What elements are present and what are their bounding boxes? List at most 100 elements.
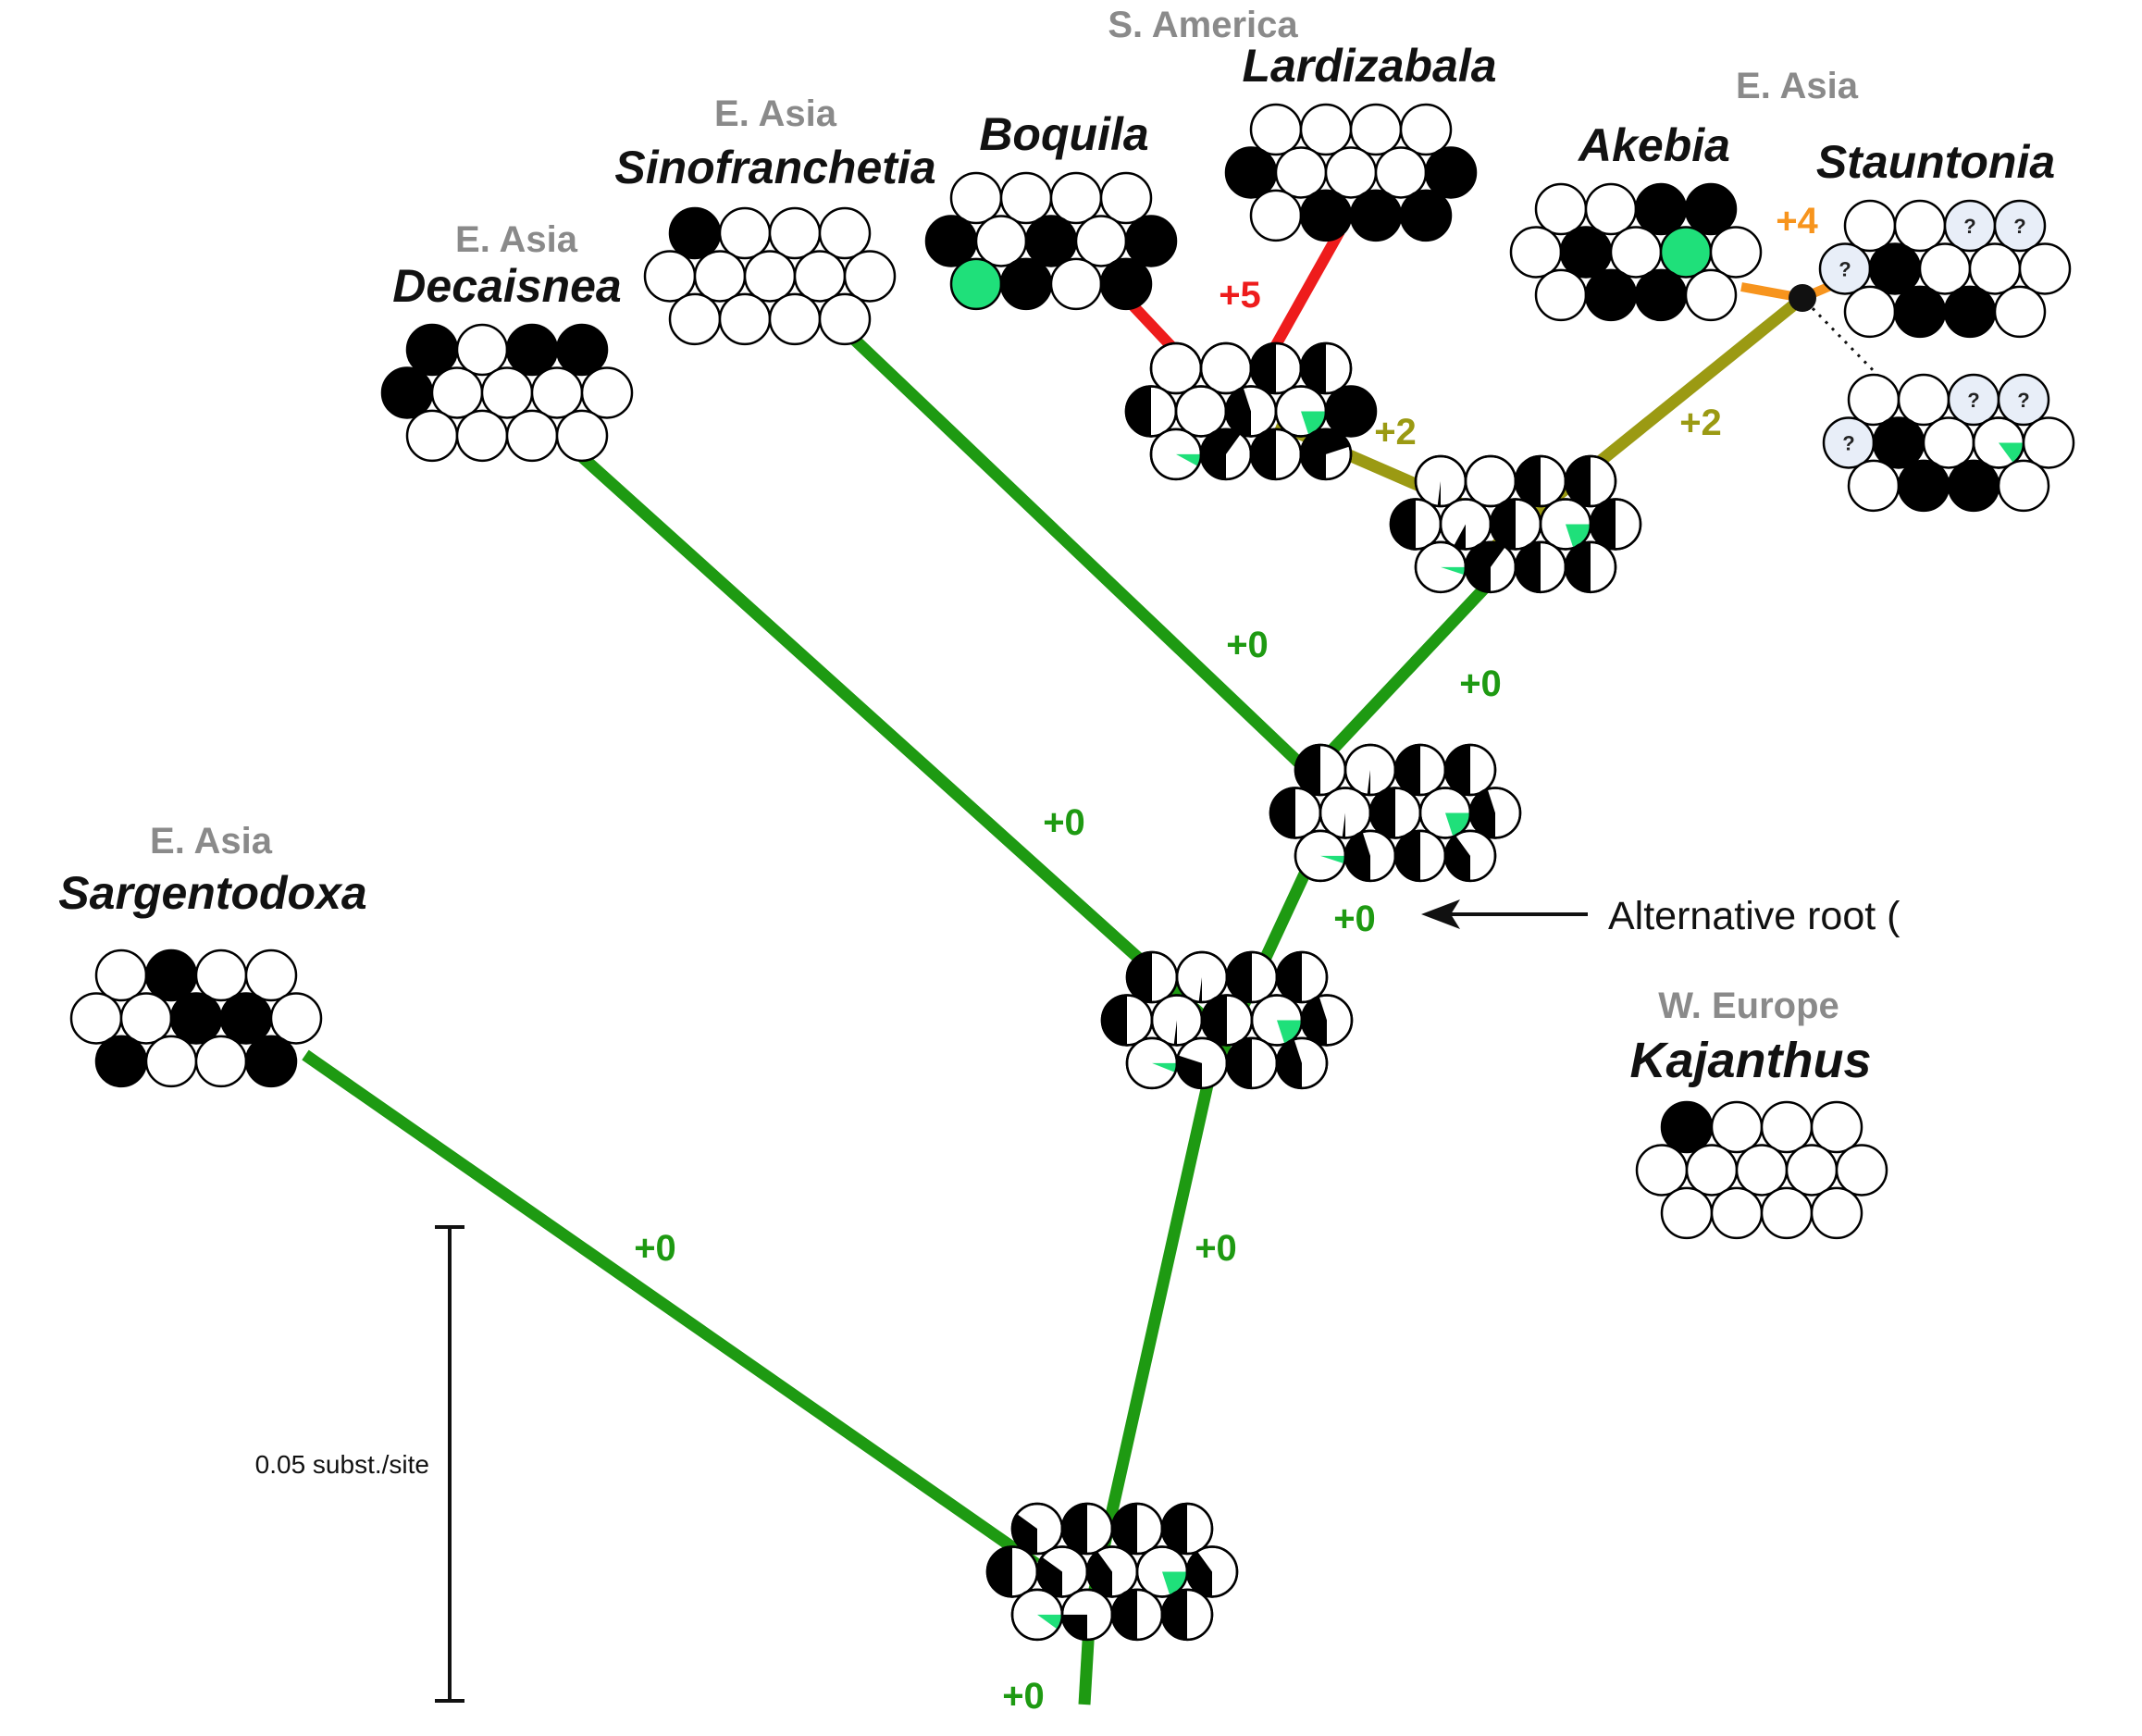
cluster-sinofranchetia-state-13 bbox=[818, 292, 872, 346]
cluster-lardizabala-state-7 bbox=[1324, 146, 1378, 199]
cluster-node-lard-akebia-state-5-wedge bbox=[1391, 499, 1416, 550]
cluster-node-root-state-2-wedge bbox=[1062, 1504, 1087, 1554]
cluster-boquila-state-11 bbox=[999, 257, 1053, 311]
cluster-decaisnea-state-4 bbox=[555, 323, 609, 377]
cluster-node-crown-state-9-wedge bbox=[1302, 996, 1327, 1046]
cluster-node-inner bbox=[1269, 743, 1522, 883]
cluster-sargentodoxa-state-13 bbox=[244, 1035, 298, 1088]
cluster-node-root-state-13-outline bbox=[1160, 1588, 1214, 1642]
cluster-kajanthus-state-11 bbox=[1710, 1186, 1764, 1240]
cluster-sinofranchetia-state-8 bbox=[793, 250, 847, 303]
branch-label-stauntonia: +4 bbox=[1776, 201, 1818, 242]
cluster-node-lard-akebia-state-1-wedge bbox=[1437, 481, 1441, 506]
cluster-node-crown-state-4-wedge bbox=[1277, 952, 1302, 1002]
cluster-boquila-state-6 bbox=[974, 215, 1028, 267]
cluster-stauntonia-state-8 bbox=[1968, 242, 2022, 295]
cluster-lardizabala-state-5 bbox=[1224, 146, 1278, 199]
cluster-sargentodoxa-state-5 bbox=[69, 992, 123, 1045]
cluster-sinofranchetia-state-10 bbox=[668, 292, 722, 346]
cluster-boquila bbox=[924, 171, 1178, 311]
cluster-node-inner-state-2-wedge bbox=[1367, 770, 1370, 795]
cluster-sargentodoxa-state-1 bbox=[94, 949, 148, 1002]
cluster-node-crown-state-8-wedge bbox=[1277, 1020, 1302, 1045]
cluster-node-lard-akebia-state-3-wedge bbox=[1516, 456, 1541, 506]
cluster-lardizabala-state-4 bbox=[1399, 103, 1453, 156]
cluster-node-inner-state-9-outline bbox=[1468, 787, 1522, 839]
cluster-kajanthus-state-1 bbox=[1660, 1100, 1714, 1154]
taxon-sargentodoxa: Sargentodoxa bbox=[58, 867, 366, 919]
cluster-stauntonia-state-13 bbox=[1993, 285, 2047, 339]
cluster-node-inner-state-8-wedge bbox=[1445, 812, 1470, 837]
cluster-node-root-state-7-wedge bbox=[1087, 1551, 1112, 1597]
cluster-boquila-state-2 bbox=[999, 171, 1053, 225]
cluster-stauntonia-alt-state-3-unknown-mark: ? bbox=[1967, 389, 1979, 412]
cluster-node-lard-akebia-state-8-wedge bbox=[1566, 524, 1591, 549]
cluster-decaisnea-state-13 bbox=[555, 409, 609, 463]
cluster-lardizabala-state-9 bbox=[1424, 146, 1478, 199]
cluster-node-crown-state-2-wedge bbox=[1198, 977, 1202, 1002]
cluster-node-boq-lard-state-11-wedge bbox=[1200, 428, 1241, 479]
cluster-node-crown bbox=[1100, 950, 1354, 1090]
cluster-node-root-state-10-wedge bbox=[1037, 1614, 1062, 1630]
cluster-lardizabala-state-10 bbox=[1249, 189, 1303, 242]
cluster-stauntonia-alt-state-13 bbox=[1997, 459, 2050, 513]
cluster-kajanthus-state-6 bbox=[1685, 1144, 1739, 1197]
region-west-europe: W. Europe bbox=[1658, 986, 1839, 1026]
cluster-node-root bbox=[985, 1502, 1239, 1642]
cluster-node-lard-akebia-state-9-outline bbox=[1589, 498, 1642, 551]
cluster-kajanthus-state-5 bbox=[1635, 1144, 1689, 1197]
taxon-stauntonia: Stauntonia bbox=[1816, 136, 2055, 188]
cluster-sargentodoxa-state-11 bbox=[144, 1035, 198, 1088]
branch-label-akebia-stauntonia: +2 bbox=[1679, 403, 1722, 443]
cluster-akebia-state-2 bbox=[1584, 182, 1638, 236]
cluster-node-boq-lard bbox=[1124, 341, 1378, 481]
cluster-akebia-state-1 bbox=[1534, 182, 1588, 236]
cluster-sargentodoxa-state-4 bbox=[244, 949, 298, 1002]
cluster-akebia-state-7 bbox=[1609, 226, 1663, 279]
branch-label-sinofranchetia: +0 bbox=[1226, 625, 1269, 665]
cluster-lardizabala bbox=[1224, 103, 1478, 242]
branch-sinofranchetia bbox=[839, 325, 1311, 775]
cluster-node-root-state-9-wedge bbox=[1187, 1551, 1212, 1597]
cluster-akebia-state-5 bbox=[1509, 226, 1563, 279]
cluster-sargentodoxa bbox=[69, 949, 323, 1088]
cluster-stauntonia-state-7 bbox=[1918, 242, 1972, 295]
cluster-node-inner-state-9-wedge bbox=[1469, 788, 1495, 838]
cluster-stauntonia-alt-state-4-unknown-mark: ? bbox=[2017, 389, 2029, 412]
cluster-boquila-state-7 bbox=[1024, 215, 1078, 267]
cluster-stauntonia-state-10 bbox=[1843, 285, 1897, 339]
cluster-node-crown-state-4-outline bbox=[1275, 950, 1329, 1004]
cluster-stauntonia-state-2 bbox=[1893, 199, 1947, 253]
cluster-lardizabala-state-11 bbox=[1299, 189, 1353, 242]
cluster-decaisnea-state-2 bbox=[455, 323, 509, 377]
cluster-stauntonia-alt-state-6 bbox=[1872, 416, 1925, 469]
taxon-boquila: Boquila bbox=[979, 108, 1148, 160]
branch-label-lardiz-akebia: +0 bbox=[1459, 663, 1502, 704]
branch-label-root: +0 bbox=[1002, 1676, 1045, 1717]
cluster-node-root-state-4-wedge bbox=[1162, 1504, 1187, 1554]
cluster-akebia-state-11 bbox=[1584, 268, 1638, 322]
cluster-boquila-state-12 bbox=[1049, 257, 1103, 311]
cluster-node-lard-akebia-state-10-wedge bbox=[1441, 566, 1466, 576]
cluster-stauntonia-state-4 bbox=[1993, 199, 2047, 253]
cluster-node-lard-akebia-state-6-wedge bbox=[1453, 524, 1466, 550]
cluster-node-crown-state-5-wedge bbox=[1102, 995, 1127, 1046]
cluster-sargentodoxa-state-10 bbox=[94, 1035, 148, 1088]
cluster-akebia-state-3 bbox=[1634, 182, 1688, 236]
cluster-node-boq-lard-state-12-wedge bbox=[1251, 428, 1276, 479]
cluster-kajanthus-state-2 bbox=[1710, 1100, 1764, 1154]
scale-bar-label: 0.05 subst./site bbox=[255, 1450, 429, 1479]
branch-akebia-stauntonia bbox=[1481, 292, 1807, 559]
cluster-node-inner-state-10-wedge bbox=[1320, 855, 1345, 864]
cluster-stauntonia-alt-state-7 bbox=[1922, 416, 1975, 469]
cluster-node-lard-akebia bbox=[1389, 454, 1642, 594]
cluster-stauntonia: ??? bbox=[1818, 199, 2072, 339]
cluster-kajanthus-state-3 bbox=[1760, 1100, 1814, 1154]
cluster-decaisnea-state-9 bbox=[580, 366, 634, 419]
cluster-kajanthus-state-7 bbox=[1735, 1144, 1789, 1197]
cluster-boquila-state-1 bbox=[949, 171, 1003, 225]
cluster-sargentodoxa-state-6 bbox=[119, 992, 173, 1045]
cluster-node-boq-lard-state-10-wedge bbox=[1176, 453, 1201, 466]
cluster-node-inner-state-3-wedge bbox=[1395, 745, 1420, 795]
taxon-decaisnea: Decaisnea bbox=[392, 260, 621, 312]
